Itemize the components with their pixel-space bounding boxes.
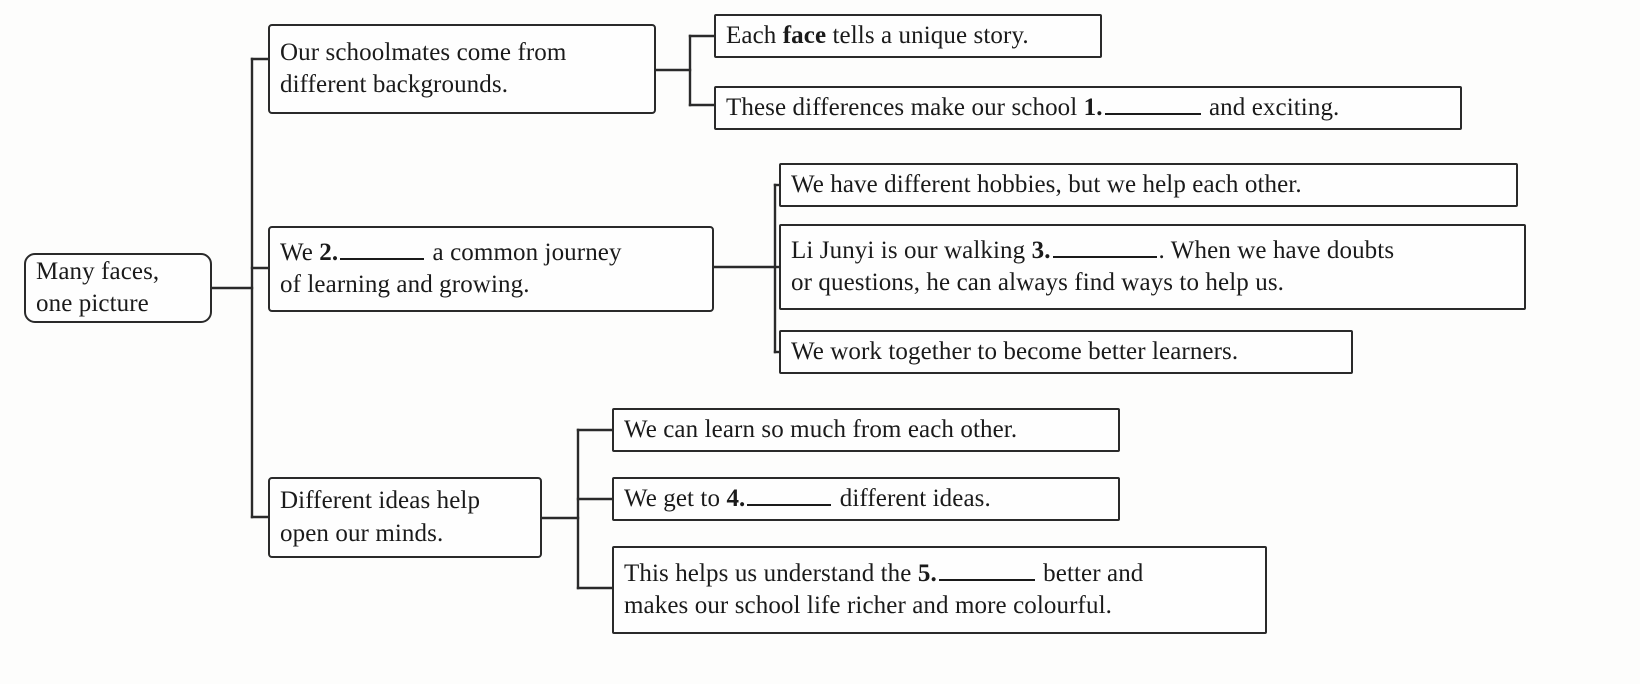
branch-3-line-1: Different ideas help — [280, 487, 481, 514]
leaf-3-3-line-2: makes our school life richer and more co… — [624, 592, 1112, 619]
branch-2-bold: 2. — [319, 238, 339, 266]
leaf-2-2-pre: Li Junyi is our walking — [791, 236, 1032, 264]
leaf-1-2-label: These differences make our school 1. and… — [716, 92, 1460, 125]
branch-3-label: Different ideas help open our minds. — [270, 485, 540, 550]
leaf-1-2-pre: These differences make our school — [726, 93, 1084, 121]
leaf-3-2-post: different ideas. — [833, 484, 991, 512]
leaf-1-1-post: tells a unique story. — [826, 21, 1029, 49]
leaf-3-3-label: This helps us understand the 5. better a… — [614, 558, 1265, 623]
answer-blank-5[interactable] — [938, 578, 1035, 581]
root-line-1: Many faces, — [36, 257, 160, 285]
leaf-3-2-bold: 4. — [726, 484, 746, 512]
leaf-node-3-2[interactable]: We get to 4. different ideas. — [612, 477, 1120, 521]
leaf-node-2-1[interactable]: We have different hobbies, but we help e… — [779, 163, 1518, 207]
answer-blank-4[interactable] — [747, 503, 832, 506]
answer-blank-3[interactable] — [1052, 255, 1157, 258]
leaf-1-1-label: Each face tells a unique story. — [716, 20, 1100, 53]
leaf-node-1-2[interactable]: These differences make our school 1. and… — [714, 86, 1462, 130]
branch-1-line-2: different backgrounds. — [280, 71, 509, 98]
leaf-3-1-label: We can learn so much from each other. — [624, 415, 1018, 443]
leaf-3-2-label: We get to 4. different ideas. — [614, 483, 1118, 516]
leaf-node-1-1[interactable]: Each face tells a unique story. — [714, 14, 1102, 58]
leaf-2-1-label: We have different hobbies, but we help e… — [791, 170, 1302, 198]
branch-2-line-2: of learning and growing. — [280, 271, 530, 298]
leaf-2-2-line-2: or questions, he can always find ways to… — [791, 269, 1284, 296]
leaf-2-2-bold: 3. — [1031, 236, 1051, 264]
leaf-1-2-post: and exciting. — [1202, 93, 1340, 121]
answer-blank-2[interactable] — [340, 257, 425, 260]
leaf-2-3-label: We work together to become better learne… — [791, 337, 1239, 365]
leaf-3-2-pre: We get to — [624, 484, 727, 512]
leaf-node-3-1[interactable]: We can learn so much from each other. — [612, 408, 1120, 452]
branch-3-line-2: open our minds. — [280, 519, 444, 547]
branch-node-1[interactable]: Our schoolmates come from different back… — [268, 24, 656, 114]
branch-2-pre: We — [280, 238, 320, 266]
leaf-node-2-3[interactable]: We work together to become better learne… — [779, 330, 1353, 374]
leaf-3-3-post: better and — [1036, 559, 1144, 587]
branch-2-post: a common journey — [426, 238, 622, 266]
branch-1-line-1: Our schoolmates come from — [280, 38, 567, 66]
branch-node-3[interactable]: Different ideas help open our minds. — [268, 477, 542, 558]
leaf-node-3-3[interactable]: This helps us understand the 5. better a… — [612, 546, 1267, 634]
leaf-1-1-pre: Each — [726, 21, 783, 49]
branch-1-label: Our schoolmates come from different back… — [270, 37, 654, 102]
branch-2-label: We 2. a common journey of learning and gr… — [270, 237, 712, 302]
leaf-1-2-bold: 1. — [1083, 93, 1103, 121]
leaf-node-2-2[interactable]: Li Junyi is our walking 3. . When we have… — [779, 224, 1526, 310]
root-node[interactable]: Many faces, one picture — [24, 253, 212, 323]
branch-node-2[interactable]: We 2. a common journey of learning and gr… — [268, 226, 714, 312]
leaf-1-1-bold: face — [782, 21, 827, 49]
leaf-3-3-bold: 5. — [917, 559, 937, 587]
leaf-2-2-label: Li Junyi is our walking 3. . When we have… — [781, 235, 1524, 300]
root-line-2: one picture — [36, 290, 149, 317]
leaf-3-3-pre: This helps us understand the — [624, 559, 918, 587]
answer-blank-1[interactable] — [1104, 112, 1201, 115]
root-node-label: Many faces, one picture — [26, 256, 210, 321]
leaf-2-2-post: . When we have doubts — [1158, 236, 1395, 264]
